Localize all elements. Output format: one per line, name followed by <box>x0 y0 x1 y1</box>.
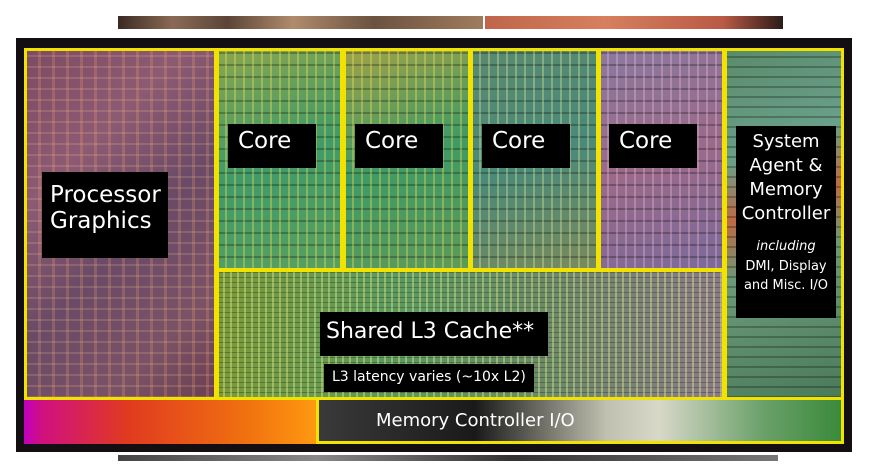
system-agent-title-line: Agent & <box>749 155 823 176</box>
l3-latency-text: L3 latency varies (~10x L2) <box>332 369 526 385</box>
system-agent-detail-line: DMI, Display <box>745 258 827 274</box>
core-label-1: Core <box>228 124 316 168</box>
die-edge-top-left <box>118 16 483 29</box>
system-agent-detail-line: and Misc. I/O <box>743 277 829 293</box>
core-label-text: Core <box>365 128 419 154</box>
processor-graphics-label: Processor Graphics <box>42 172 168 258</box>
memory-controller-io-region <box>318 398 842 444</box>
memory-controller-io-label: Memory Controller I/O <box>370 406 582 438</box>
system-agent-subtitle: including <box>756 239 816 254</box>
system-agent-title-line: Memory <box>749 179 823 200</box>
core-label-text: Core <box>619 128 673 154</box>
memory-controller-io-outline <box>316 397 844 444</box>
system-agent-label: System Agent & Memory Controller includi… <box>736 126 836 318</box>
io-strip-left <box>24 398 318 444</box>
core-label-text: Core <box>238 128 292 154</box>
memory-controller-io-text: Memory Controller I/O <box>376 410 575 431</box>
die-edge-top-right <box>485 16 783 29</box>
system-agent-title-line: System <box>752 131 820 152</box>
system-agent-details: DMI, Display and Misc. I/O <box>738 257 834 295</box>
system-agent-title: System Agent & Memory Controller <box>738 130 834 226</box>
system-agent-title-line: Controller <box>741 203 831 224</box>
core-label-2: Core <box>355 124 443 168</box>
processor-graphics-text: Processor Graphics <box>50 182 161 235</box>
core-label-4: Core <box>609 124 697 168</box>
l3-cache-label: Shared L3 Cache** <box>320 312 548 356</box>
core-label-text: Core <box>492 128 546 154</box>
graphics-divider <box>214 48 218 400</box>
l3-latency-note: L3 latency varies (~10x L2) <box>324 364 534 392</box>
core-label-3: Core <box>482 124 570 168</box>
l3-cache-title: Shared L3 Cache** <box>326 319 535 344</box>
die-edge-bottom <box>118 455 778 461</box>
